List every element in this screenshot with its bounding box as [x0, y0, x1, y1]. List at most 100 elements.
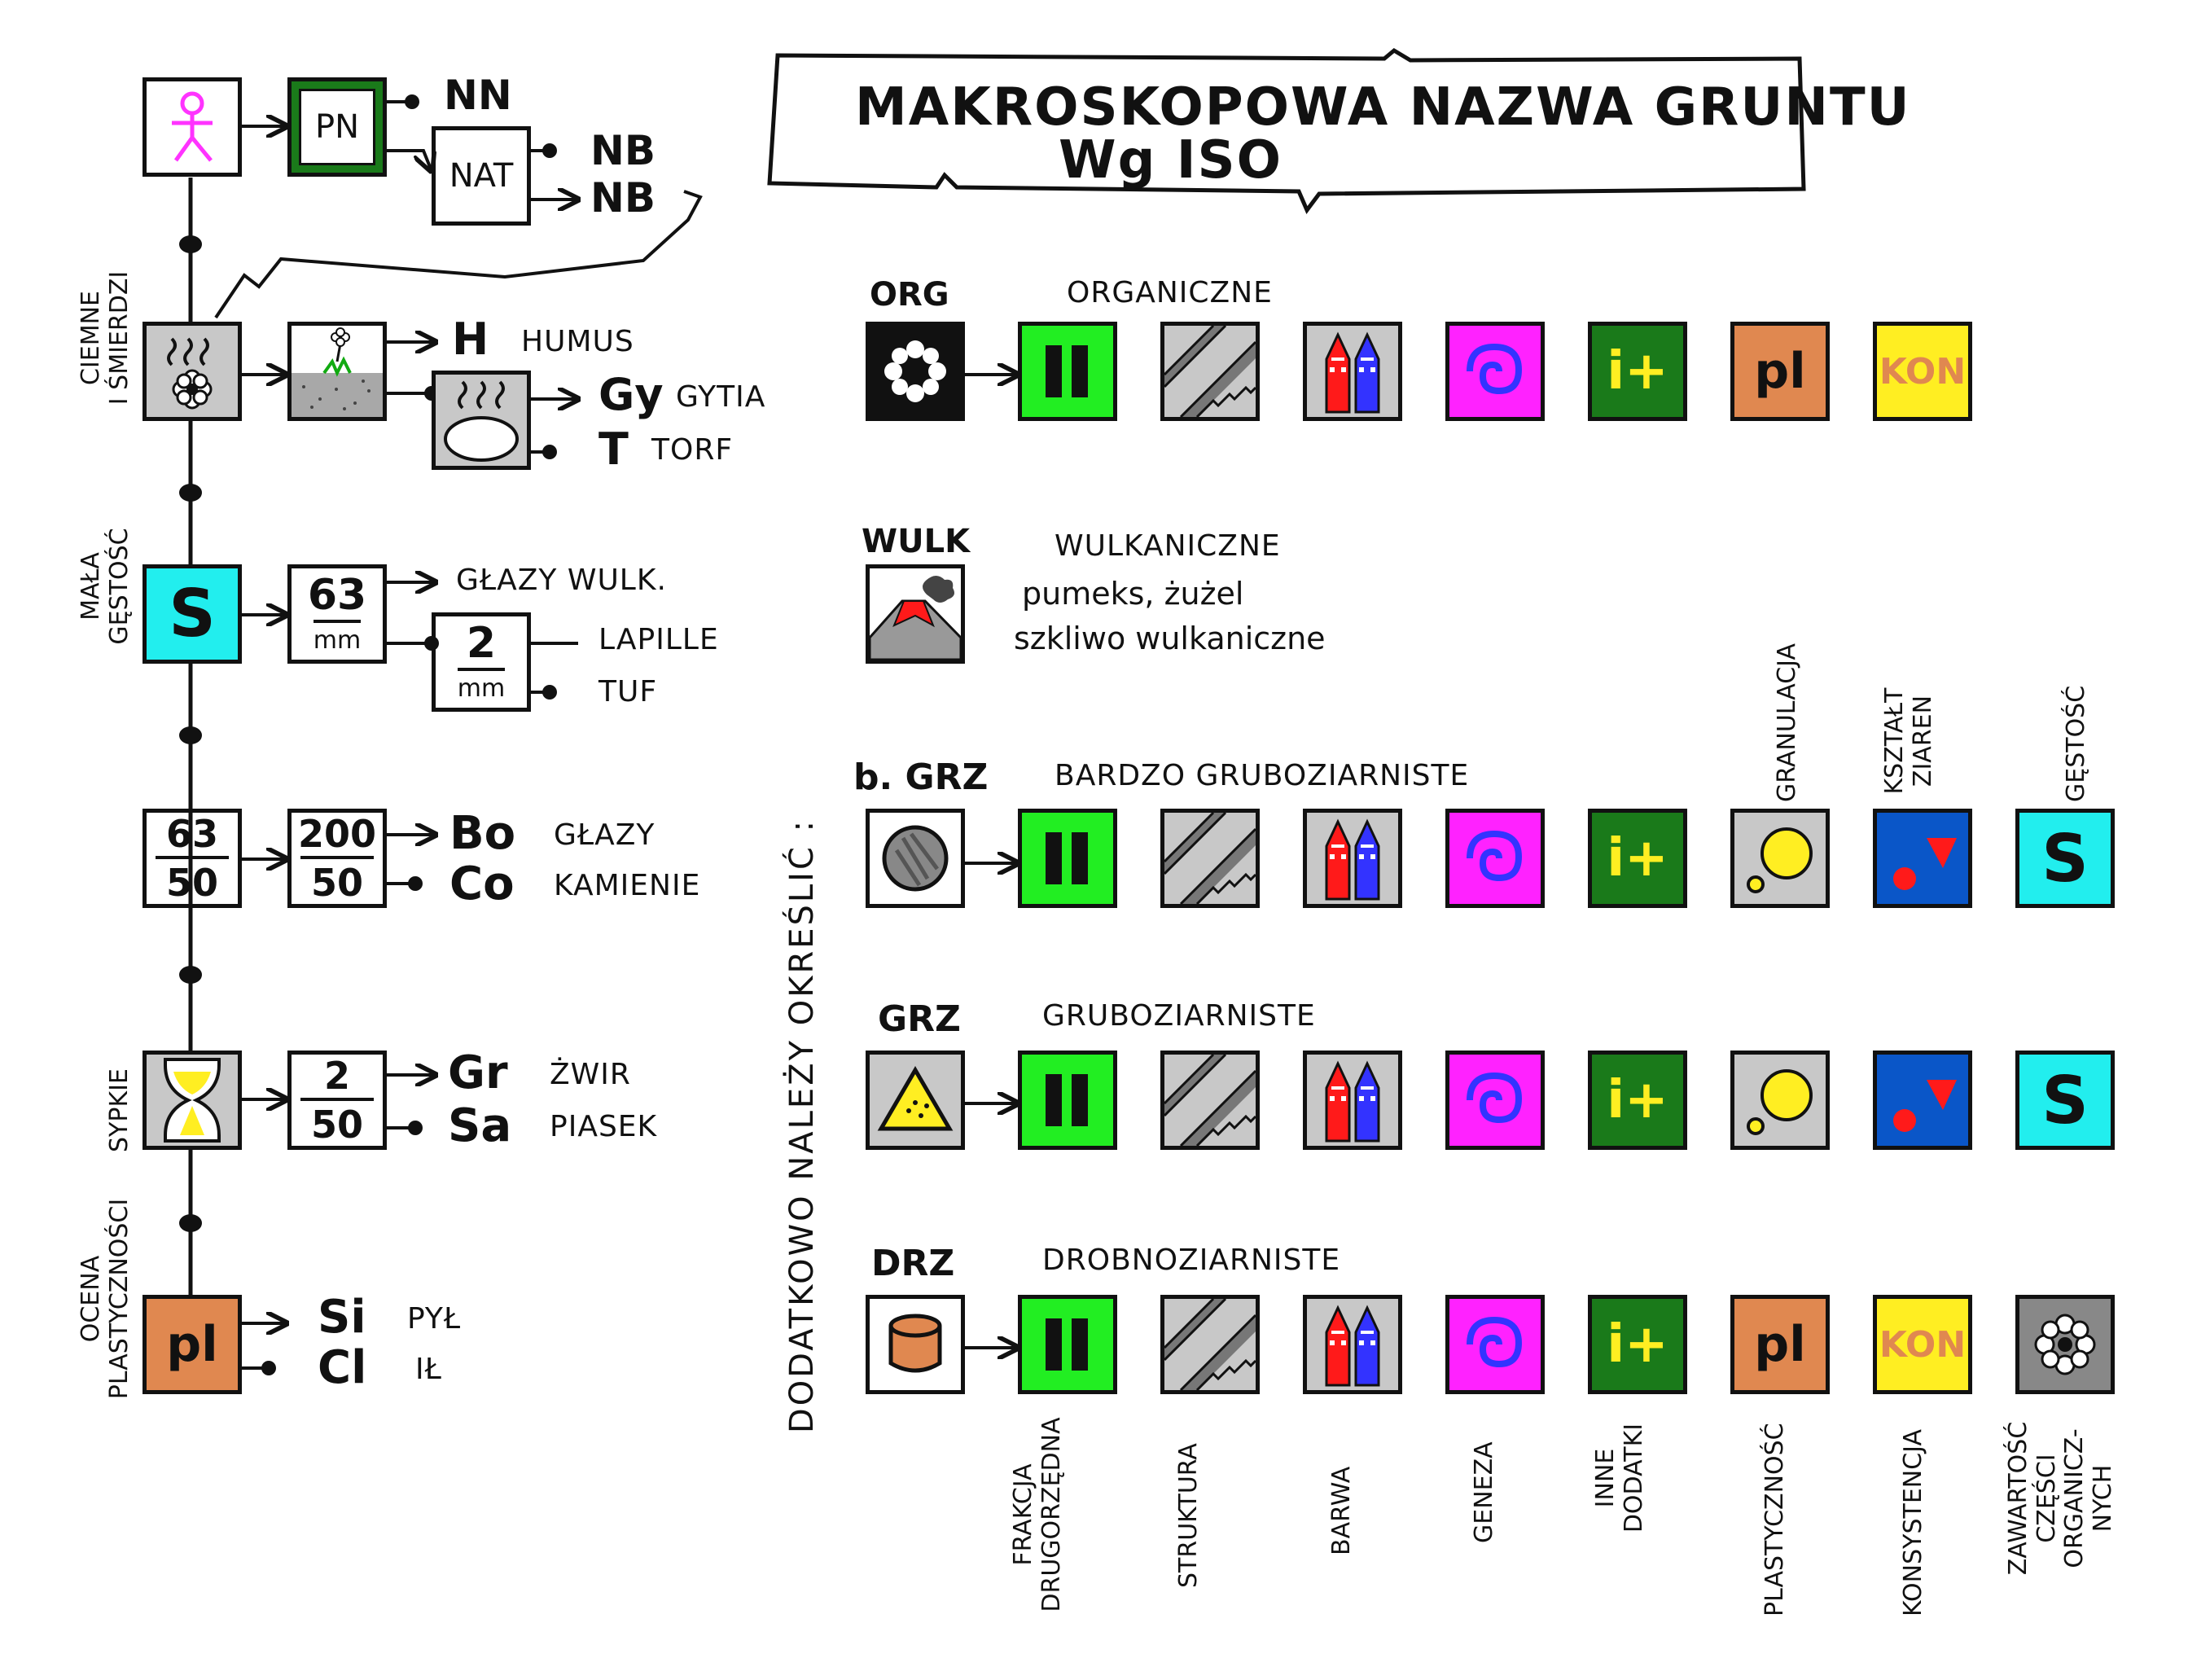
boulder-symbol-box — [866, 809, 965, 908]
pn-box: PN — [287, 77, 387, 177]
title-frame — [767, 47, 1806, 214]
grz-name: GRUBOZIARNISTE — [1042, 999, 1316, 1033]
person-icon-box — [143, 77, 242, 177]
pn-label: PN — [314, 108, 360, 146]
fraction-icon — [1046, 345, 1088, 397]
pn-inner: PN — [299, 89, 375, 165]
volcano-icon — [870, 576, 961, 660]
nat-box: NAT — [432, 126, 531, 226]
humus-box — [287, 322, 387, 421]
drz-name: DROBNOZIARNISTE — [1042, 1244, 1341, 1277]
density-icon: S — [2041, 820, 2089, 897]
grz-fraction-icon-box — [1018, 1051, 1117, 1150]
bgrz-other-additives-icon-box: i+ — [1588, 809, 1687, 908]
box-63-50: 63 50 — [143, 809, 242, 908]
bgrz-code: b. GRZ — [853, 757, 989, 798]
bo-name: GŁAZY — [554, 818, 656, 852]
dark-smelly-box — [143, 322, 242, 421]
side-label-density: MAŁA GĘSTOŚĆ — [77, 528, 134, 645]
connector-dots — [261, 94, 557, 1375]
plant-soil-icon — [292, 327, 383, 417]
label-zawartosc: ZAWARTOŚĆ CZĘŚCI ORGANICZ- NYCH — [2004, 1421, 2117, 1576]
nb-label-2: NB — [590, 174, 656, 222]
org-plasticity-icon-box: pl — [1730, 322, 1830, 421]
structure-icon — [1164, 1055, 1256, 1146]
drz-fraction-icon-box — [1018, 1295, 1117, 1394]
grz-density-icon-box: S — [2015, 1051, 2115, 1150]
plasticity-box-left: pl — [143, 1295, 242, 1394]
hourglass-box — [143, 1051, 242, 1150]
cl-name: IŁ — [415, 1353, 442, 1386]
nat-label: NAT — [449, 157, 514, 195]
other-additives-icon: i+ — [1607, 828, 1668, 888]
t-code: T — [599, 423, 629, 475]
org-flower-icon — [884, 340, 946, 402]
gravel-symbol-box — [866, 1051, 965, 1150]
bgrz-name: BARDZO GRUBOZIARNISTE — [1055, 759, 1470, 792]
gr-code: Gr — [448, 1046, 508, 1099]
gy-code: Gy — [599, 369, 664, 420]
crayons-icon — [1325, 1305, 1380, 1387]
structure-icon — [1164, 813, 1256, 904]
drz-spiral-icon-box — [1445, 1295, 1545, 1394]
additional-label: DODATKOWO NALEŻY OKREŚLIĆ : — [783, 818, 821, 1433]
label-struktura: STRUKTURA — [1174, 1443, 1203, 1588]
title-line2: Wg ISO — [1059, 130, 1283, 191]
drz-code: DRZ — [871, 1243, 955, 1284]
si-code: Si — [318, 1291, 366, 1344]
other-additives-icon: i+ — [1607, 341, 1668, 401]
left-connectors — [241, 100, 1018, 1370]
grz-grain-shape-icon-box — [1873, 1051, 1972, 1150]
plasticity-icon: pl — [1754, 343, 1806, 400]
triangle-grain-icon — [877, 1066, 954, 1131]
wulk-code: WULK — [862, 523, 971, 560]
org-name: ORGANICZNE — [1067, 276, 1273, 309]
other-additives-icon: i+ — [1607, 1314, 1668, 1375]
bgrz-structure-icon-box — [1160, 809, 1260, 908]
density-symbol: S — [169, 576, 216, 651]
crayons-icon — [1325, 818, 1380, 901]
box-2mm: 2 mm — [432, 612, 531, 712]
grain-shape-icon — [1893, 1080, 1957, 1132]
flower-smell-icon — [167, 337, 213, 410]
label-konsystencja: KONSYSTENCJA — [1899, 1428, 1927, 1616]
num-63: 63 — [307, 570, 367, 620]
pl-label-left: pl — [166, 1316, 218, 1373]
other-additives-icon: i+ — [1607, 1070, 1668, 1130]
org-spiral-icon-box — [1445, 322, 1545, 421]
drz-crayons-icon-box — [1303, 1295, 1402, 1394]
mm-label-2: mm — [457, 667, 506, 703]
grz-structure-icon-box — [1160, 1051, 1260, 1150]
co-name: KAMIENIE — [554, 869, 701, 902]
box-63mm: 63 mm — [287, 564, 387, 664]
bog-icon — [444, 380, 519, 462]
label-frakcja: FRAKCJA DRUGORZĘDNA — [1009, 1417, 1066, 1612]
drz-other-additives-icon-box: i+ — [1588, 1295, 1687, 1394]
fine-symbol-box — [866, 1295, 965, 1394]
grz-granulation-icon-box — [1730, 1051, 1830, 1150]
drz-consistency-icon-box: KON — [1873, 1295, 1972, 1394]
label-granulacja: GRANULACJA — [1773, 643, 1801, 802]
side-label-plastic: OCENA PLASTYCZNOŚCI — [77, 1198, 134, 1400]
grz-spiral-icon-box — [1445, 1051, 1545, 1150]
num-63-top: 63 — [165, 812, 218, 856]
co-code: Co — [449, 858, 515, 910]
spine-dots — [179, 235, 202, 1232]
boulder-icon — [882, 825, 949, 892]
speech-pointer — [214, 190, 703, 319]
org-code: ORG — [870, 276, 949, 314]
volcano-symbol-box — [866, 564, 965, 664]
num-2-top: 2 — [323, 1054, 350, 1098]
tuf-label: TUF — [599, 675, 658, 708]
bgrz-granulation-icon-box — [1730, 809, 1830, 908]
t-name: TORF — [651, 433, 734, 467]
label-inne: INNE DODATKI — [1591, 1423, 1648, 1533]
grz-other-additives-icon-box: i+ — [1588, 1051, 1687, 1150]
bo-code: Bo — [449, 807, 516, 860]
bgrz-grain-shape-icon-box — [1873, 809, 1972, 908]
side-label-loose: SYPKIE — [105, 1068, 134, 1152]
lapille-label: LAPILLE — [599, 623, 719, 656]
org-symbol-box — [866, 322, 965, 421]
consistency-icon: KON — [1879, 350, 1967, 393]
granulation-icon — [1747, 827, 1813, 893]
